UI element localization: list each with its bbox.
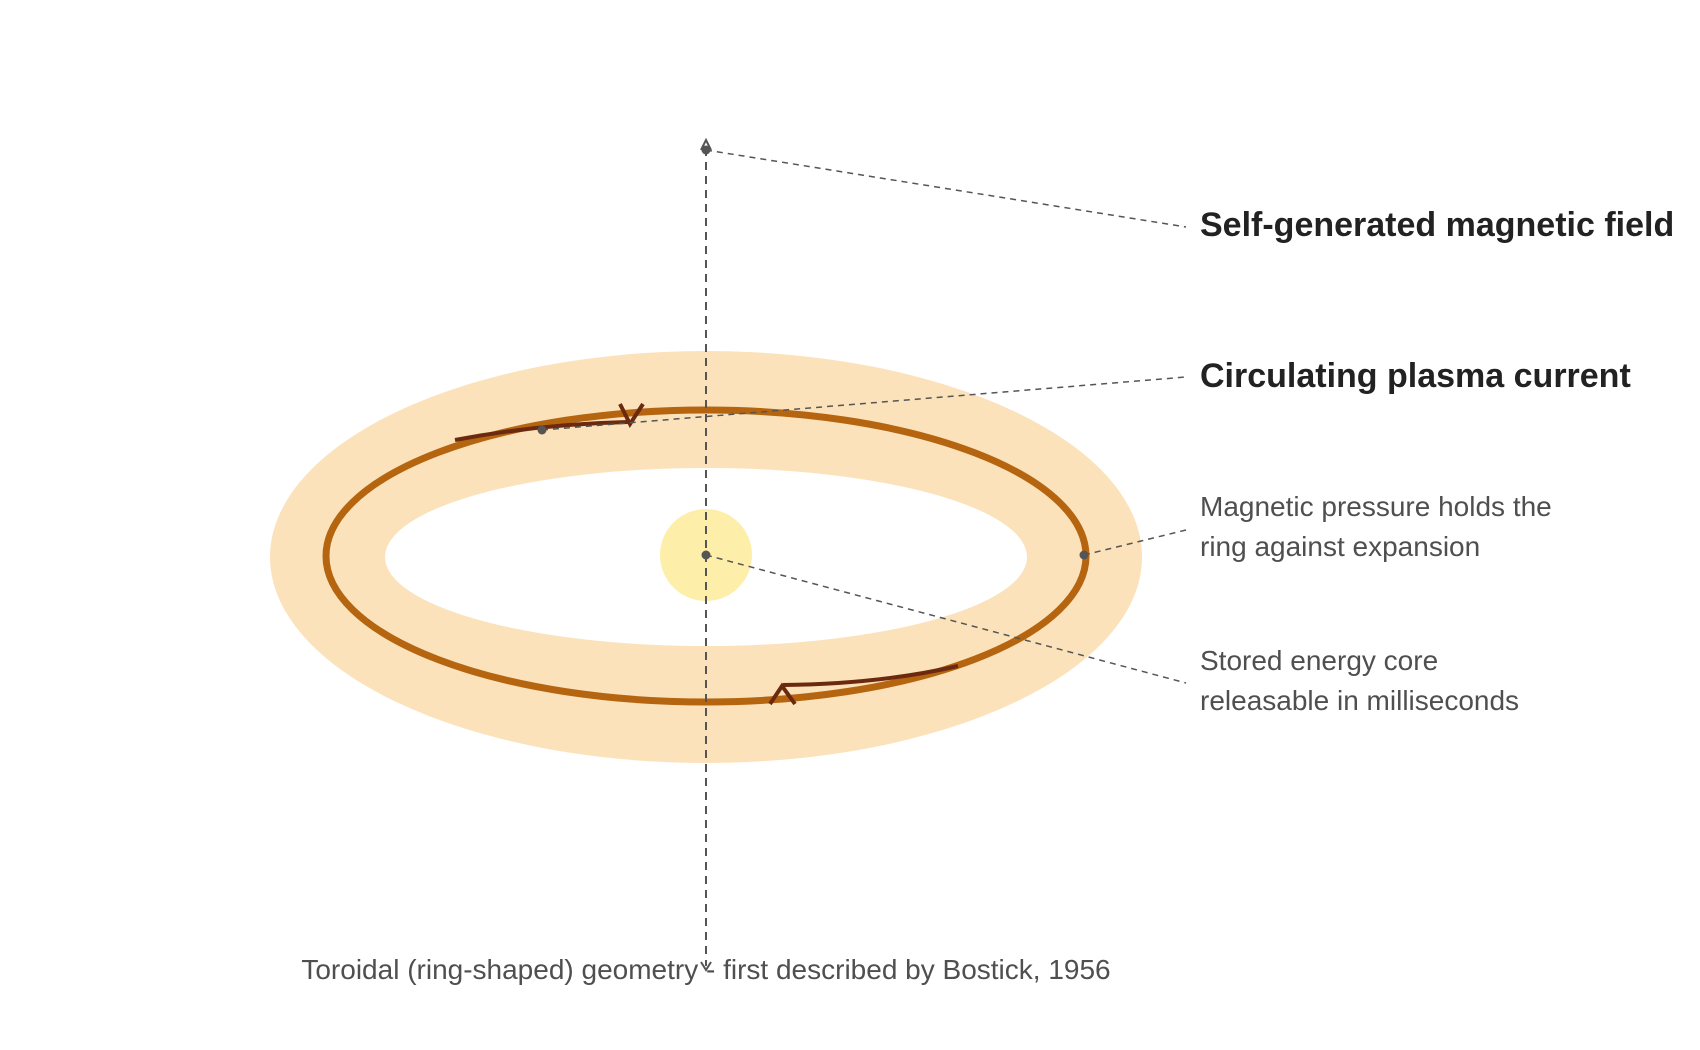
current-arrowhead-bottom-icon xyxy=(768,682,797,706)
anchor-magnetic-field xyxy=(701,145,711,155)
label-magnetic-pressure-line2: ring against expansion xyxy=(1200,531,1480,562)
current-arrow-bottom xyxy=(782,664,959,687)
label-magnetic-pressure-line1: Magnetic pressure holds the xyxy=(1200,491,1552,522)
label-energy-core-line2: releasable in milliseconds xyxy=(1200,685,1519,716)
leader-magnetic-field xyxy=(705,149,1187,228)
leader-energy-core xyxy=(705,554,1187,684)
anchor-energy-core xyxy=(701,550,711,560)
axis-arrow-up-icon xyxy=(700,137,712,151)
torus-glow xyxy=(270,351,1142,763)
current-arrowhead-top-icon xyxy=(618,402,645,429)
label-energy-core-line1: Stored energy core xyxy=(1200,645,1438,676)
axis-arrow-down-icon xyxy=(700,961,712,972)
label-plasma-current: Circulating plasma current xyxy=(1200,357,1631,395)
diagram-caption: Toroidal (ring-shaped) geometry - first … xyxy=(301,954,1110,985)
label-magnetic-field: Self-generated magnetic field xyxy=(1200,206,1674,244)
leader-plasma-current xyxy=(541,376,1187,431)
anchor-magnetic-pressure xyxy=(1079,550,1089,560)
anchor-plasma-current xyxy=(537,425,547,435)
